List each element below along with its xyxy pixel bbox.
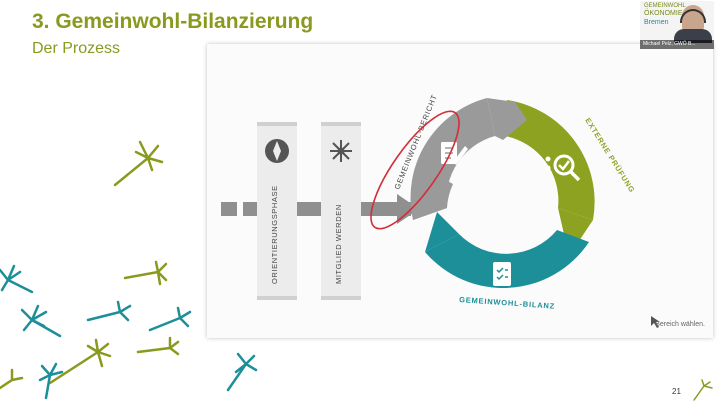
org-logo-line1: GEMEINWOHL xyxy=(644,3,686,9)
participant-name: Michael Pelz, GWÖ B... xyxy=(640,40,714,49)
phase-orientation[interactable]: ORIENTIERUNGSPHASE xyxy=(257,122,297,300)
phase-orientation-label: ORIENTIERUNGSPHASE xyxy=(270,185,279,284)
highlight-ellipse xyxy=(370,110,460,230)
pointer-icon xyxy=(651,316,660,328)
video-participant-tile[interactable]: GEMEINWOHL ÖKONOMIE Bremen Michael Pelz,… xyxy=(640,1,714,49)
org-logo-line2: ÖKONOMIE xyxy=(644,10,683,17)
process-arrow xyxy=(221,194,419,224)
dandelion-decoration xyxy=(0,140,258,400)
process-graphic: ORIENTIERUNGSPHASE MITGLIED WERDEN xyxy=(221,93,660,328)
segment-report[interactable] xyxy=(410,98,527,220)
select-area-hint: Bereich wählen. xyxy=(655,321,705,328)
segment-balance-label: GEMEINWOHL-BILANZ xyxy=(459,295,555,311)
segment-balance-sheet[interactable] xyxy=(425,212,589,288)
org-logo-line3: Bremen xyxy=(644,19,669,26)
phase-membership[interactable]: MITGLIED WERDEN xyxy=(321,122,361,300)
corner-dandelion-icon xyxy=(693,379,713,401)
slide-subtitle: Der Prozess xyxy=(32,40,121,57)
participant-headset xyxy=(680,9,706,23)
slide-title: 3. Gemeinwohl-Bilanzierung xyxy=(32,10,314,33)
process-diagram[interactable]: ORIENTIERUNGSPHASE MITGLIED WERDEN xyxy=(207,44,713,338)
page-number: 21 xyxy=(672,387,681,396)
phase-membership-label: MITGLIED WERDEN xyxy=(334,204,343,284)
participant-shoulders xyxy=(674,29,712,43)
